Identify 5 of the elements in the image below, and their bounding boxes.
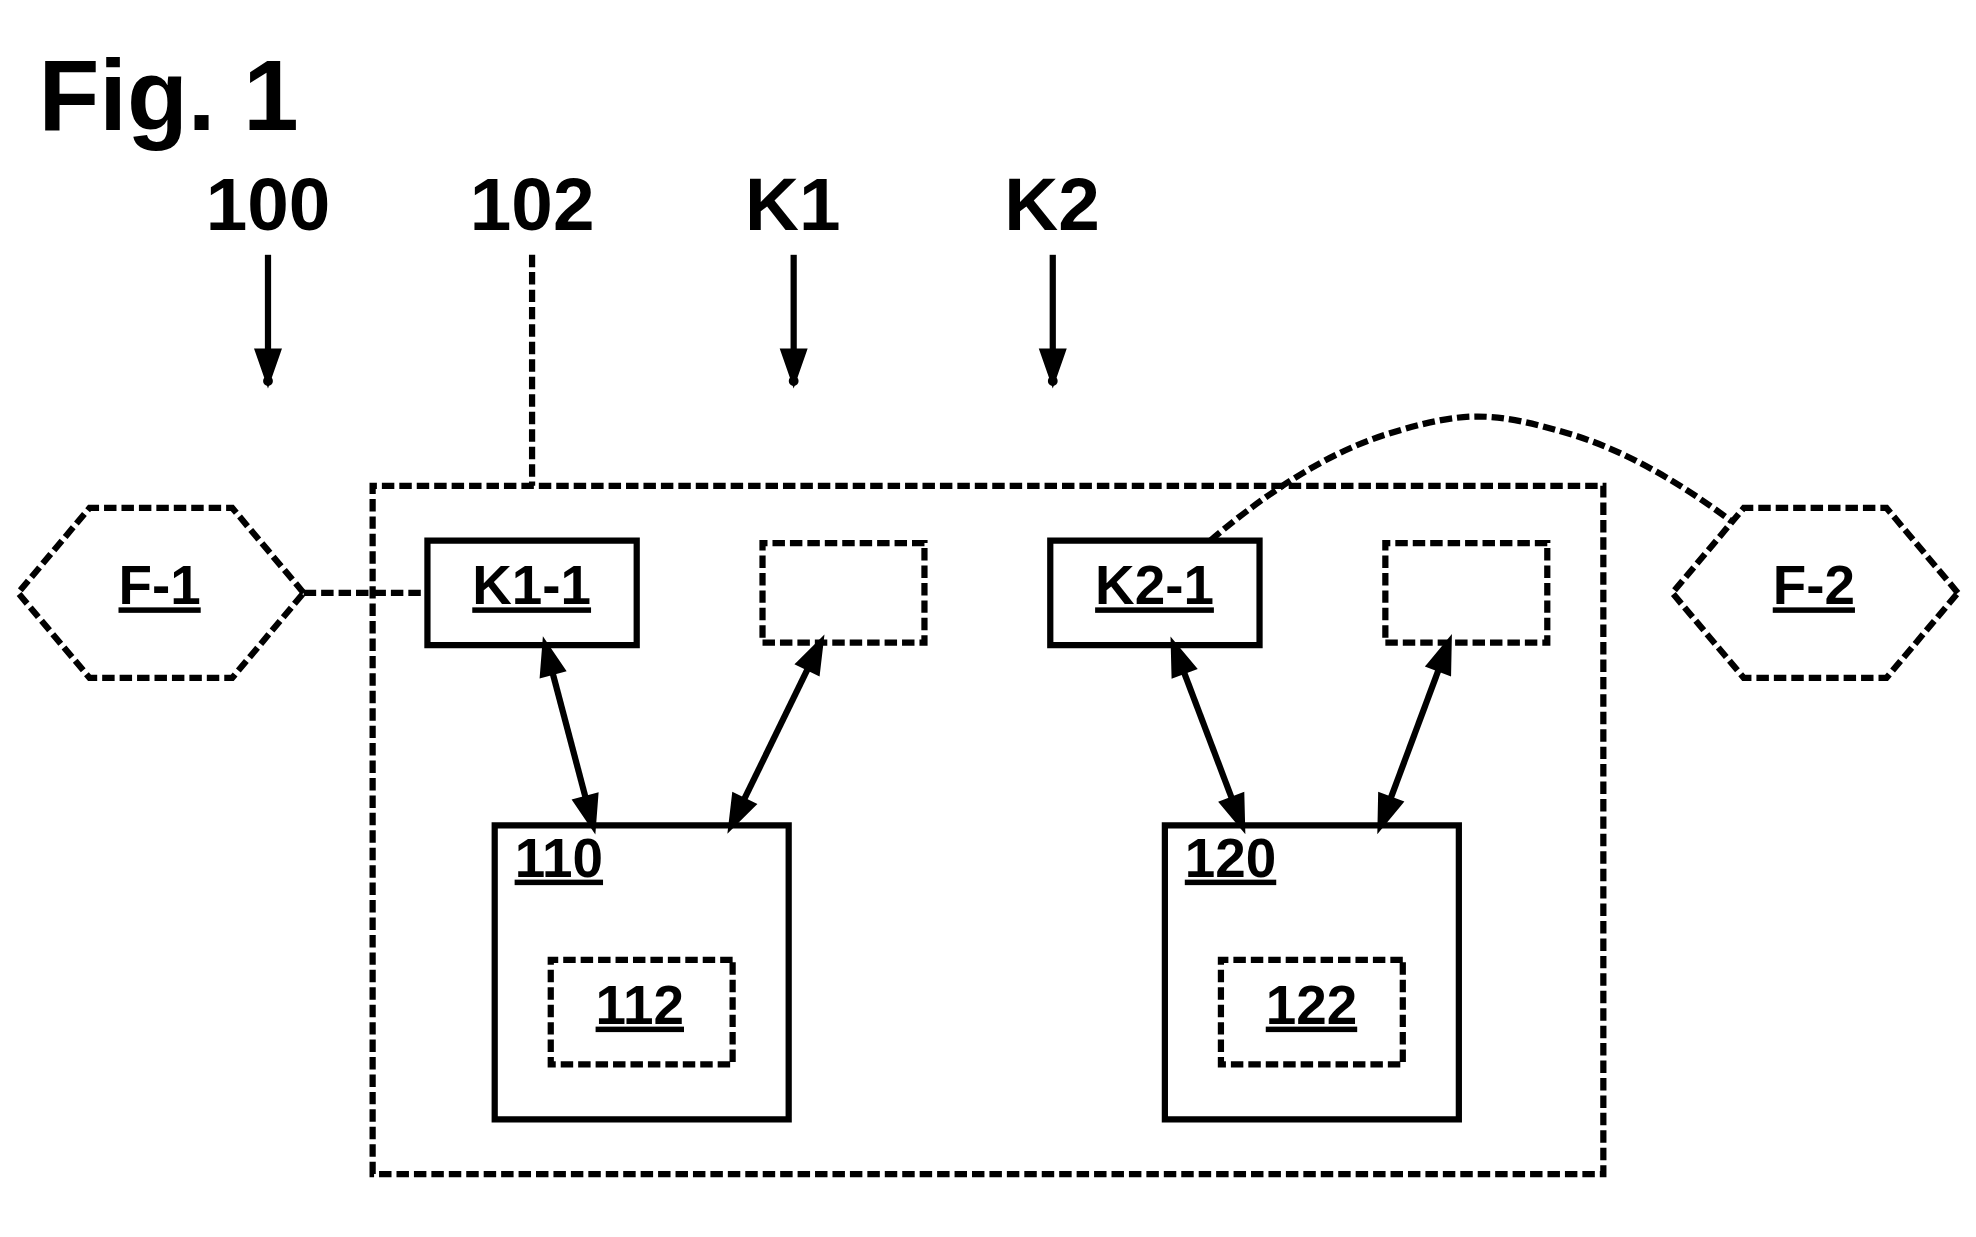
node-text: 102 [469, 161, 595, 246]
node-text: K2 [1004, 161, 1100, 246]
diagram-title: Fig. 1 [38, 40, 299, 152]
node-text: 100 [205, 161, 331, 246]
node-text: K1 [745, 161, 841, 246]
